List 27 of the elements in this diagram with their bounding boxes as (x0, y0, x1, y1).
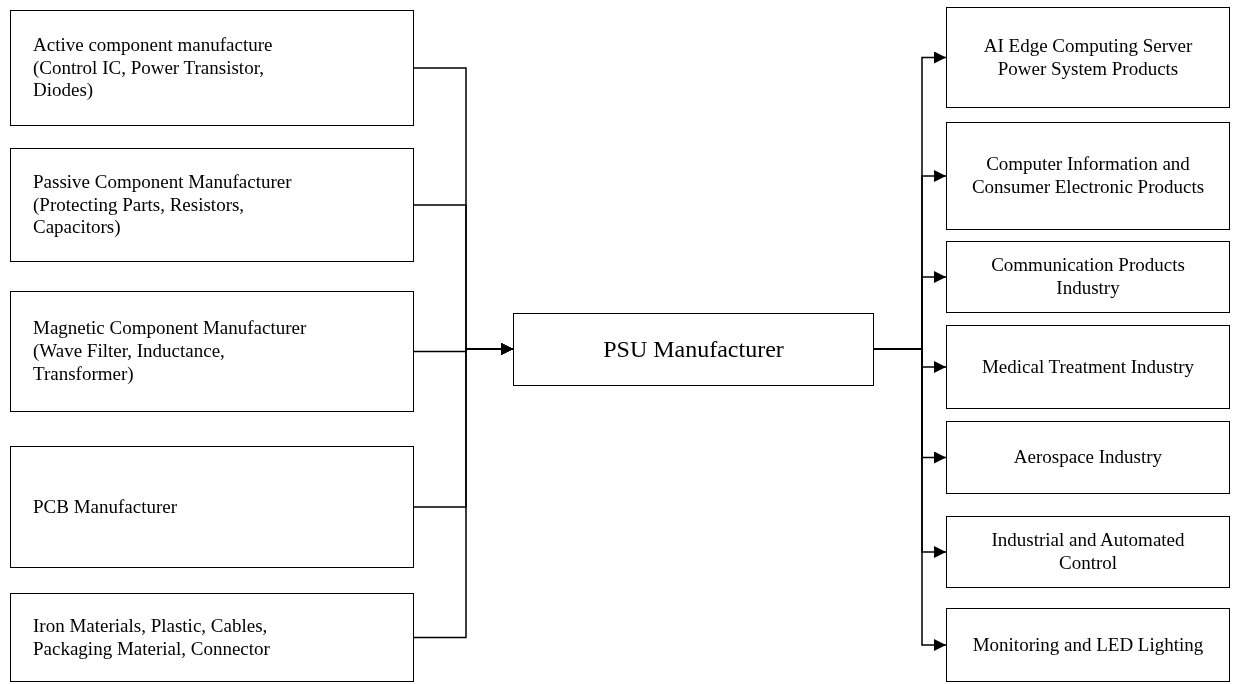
box-label: PSU Manufacturer (603, 335, 784, 364)
box-label: Active component manufacture (Control IC, Power Transistor, Diodes) (33, 33, 274, 103)
process-box (10, 148, 414, 262)
process-box (10, 291, 414, 412)
box-label: Aerospace Industry (1013, 446, 1163, 469)
box-label: Computer Information and Consumer Electronic Products (970, 153, 1206, 199)
box-label: Monitoring and LED Lighting (972, 633, 1204, 657)
connector-arrow (413, 343, 514, 639)
process-box (10, 446, 414, 568)
process-box (10, 593, 414, 682)
process-box (946, 7, 1230, 108)
process-box (946, 421, 1230, 494)
box-label: Medical Treatment Industry (981, 355, 1195, 379)
box-label: Passive Component Manufacturer (Protecting Parts, Resistors, Capacitors) (33, 170, 293, 240)
box-label: Iron Materials, Plastic, Cables, Packaging Material, Connector (33, 614, 271, 661)
process-box (946, 122, 1230, 230)
box-label: AI Edge Computing Server Power System Products (982, 34, 1194, 81)
process-box (513, 313, 874, 386)
process-box (946, 516, 1230, 588)
box-label: Industrial and Automated Control (990, 529, 1186, 575)
process-box (946, 241, 1230, 313)
box-label: PCB Manufacturer (33, 495, 178, 519)
box-label: Communication Products Industry (990, 254, 1186, 300)
process-box (946, 325, 1230, 409)
box-label: Magnetic Component Manufacturer (Wave Filter, Inductance, Transformer) (33, 317, 308, 386)
process-box (10, 10, 414, 126)
process-box (946, 608, 1230, 682)
